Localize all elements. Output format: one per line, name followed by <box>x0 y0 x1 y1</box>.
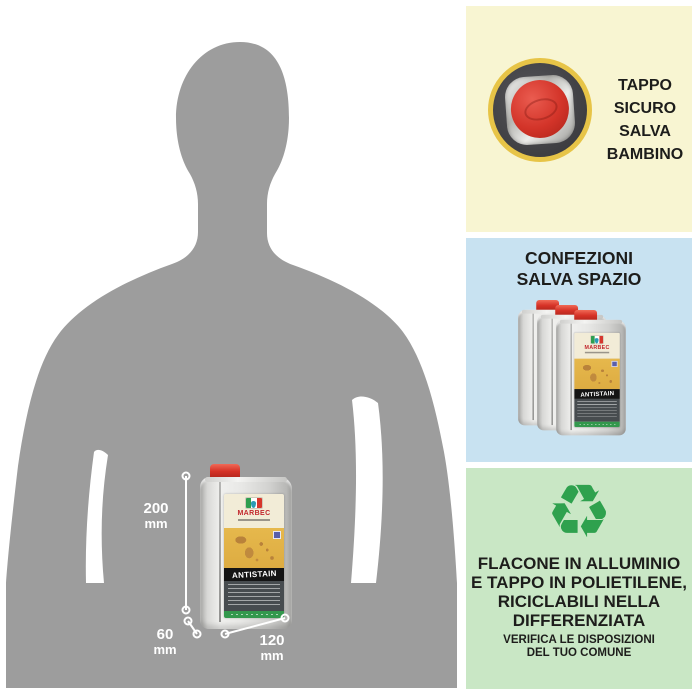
recyclable-title: FLACONE IN ALLUMINIO E TAPPO IN POLIETIL… <box>471 554 687 630</box>
dimension-height: 200 mm <box>143 500 169 531</box>
space-saving-title: CONFEZIONI SALVA SPAZIO <box>516 248 642 289</box>
label-image <box>574 358 620 390</box>
label-description-block <box>574 398 620 422</box>
brand-name: MARBEC <box>584 344 610 351</box>
marbec-flag-logo-icon <box>245 497 263 509</box>
label-image <box>224 528 284 568</box>
recycle-icon: ♻ <box>545 469 613 555</box>
panel-space-saving: CONFEZIONI SALVA SPAZIO <box>466 238 692 462</box>
dimension-width: 120 mm <box>259 632 285 663</box>
cans-cluster-photo: MARBEC ANTISTAIN <box>466 238 692 462</box>
dimension-depth: 60 mm <box>153 626 177 657</box>
red-safety-cap <box>508 78 571 140</box>
product-can: MARBEC ANTISTAIN <box>200 464 292 629</box>
panel-recyclable: ♻ FLACONE IN ALLUMINIO E TAPPO IN POLIET… <box>466 468 692 689</box>
person-silhouette <box>6 42 457 688</box>
label-description-block <box>224 581 284 611</box>
label-pictogram-icon <box>611 360 618 367</box>
marbec-flag-logo-icon <box>590 335 604 345</box>
can-label: MARBEC ANTISTAIN <box>224 494 284 618</box>
product-name-band: ANTISTAIN <box>574 389 620 399</box>
cap-top-view-photo <box>488 58 592 162</box>
can-cap <box>574 310 598 323</box>
cap-metal-plate <box>503 73 577 147</box>
can-body: MARBEC ANTISTAIN <box>200 477 292 629</box>
can-cap <box>210 464 240 480</box>
can-seam <box>219 482 221 622</box>
dimension-lines <box>181 471 290 639</box>
label-header: MARBEC <box>224 494 284 528</box>
can-body: MARBEC ANTISTAIN <box>556 319 626 436</box>
brand-name: MARBEC <box>237 510 271 517</box>
stacked-can-front: MARBEC ANTISTAIN <box>556 310 626 436</box>
recyclable-note: VERIFICA LE DISPOSIZIONI DEL TUO COMUNE <box>503 634 655 659</box>
product-name-band: ANTISTAIN <box>224 568 284 581</box>
label-green-strip <box>224 611 284 618</box>
label-green-strip <box>574 421 620 428</box>
product-name: ANTISTAIN <box>579 389 615 399</box>
label-pictogram-icon <box>273 531 281 539</box>
can-label: MARBEC ANTISTAIN <box>574 332 620 428</box>
brand-tagline-bar <box>238 519 270 521</box>
safety-cap-caption: TAPPO SICURO SALVA BAMBINO <box>606 77 684 163</box>
panel-safety-cap: TAPPO SICURO SALVA BAMBINO <box>466 6 692 232</box>
